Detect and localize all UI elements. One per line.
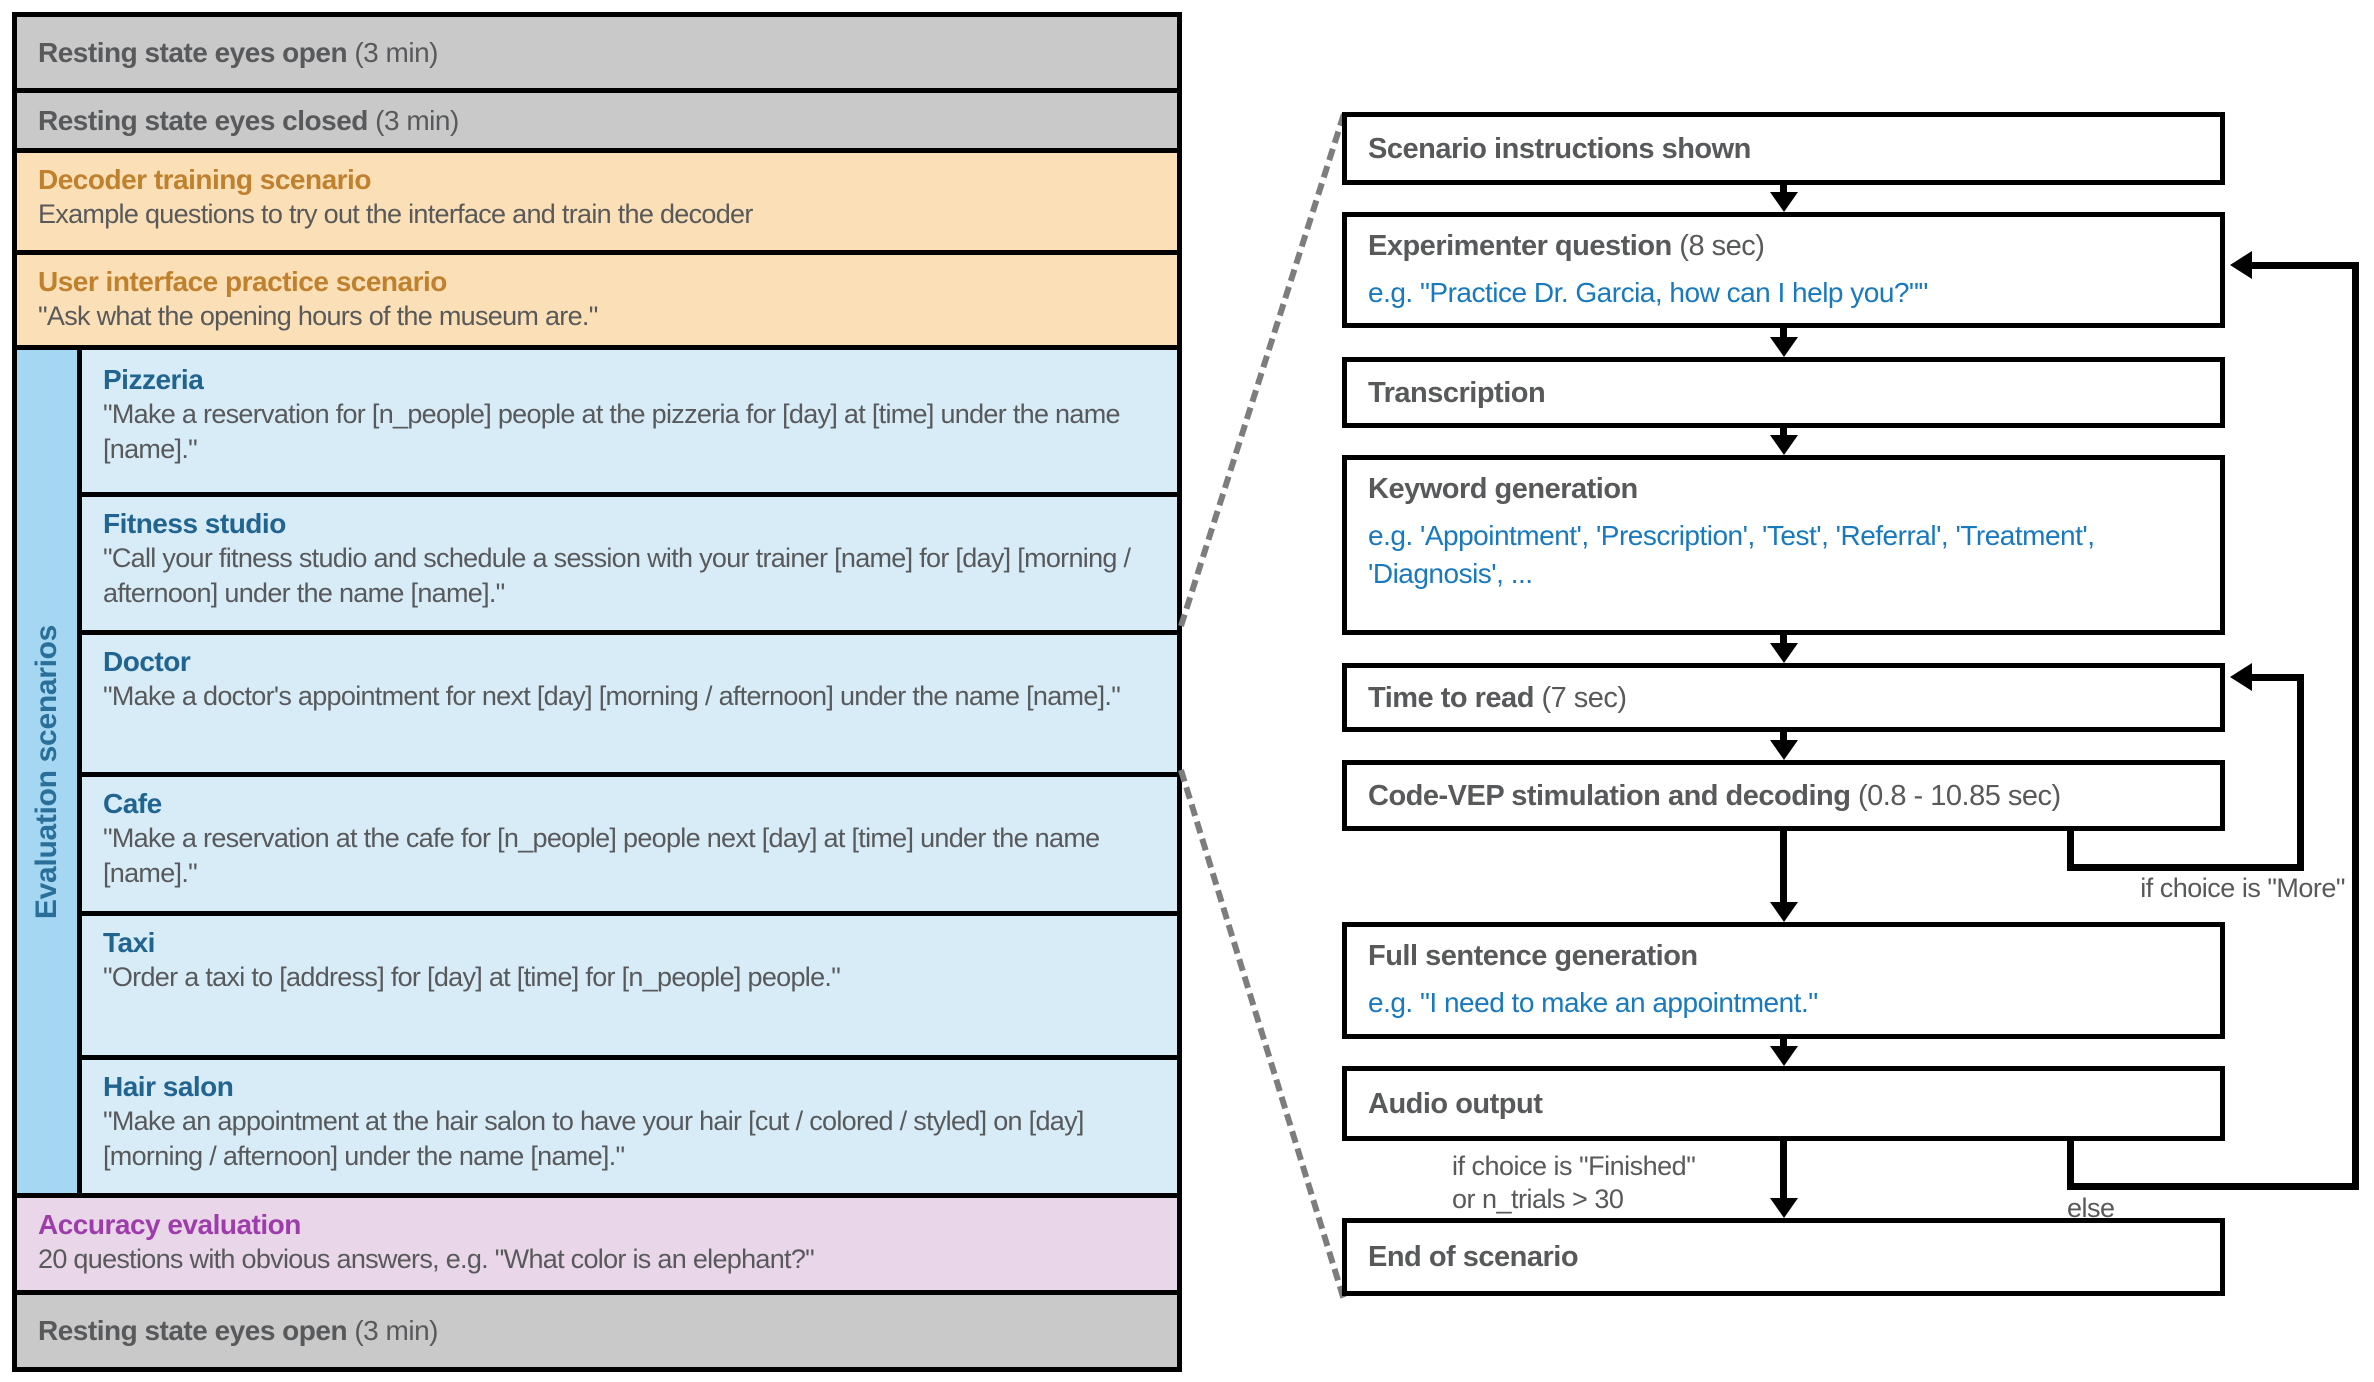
flow-arrow-down-8	[1780, 1141, 1787, 1199]
row-body: Example questions to try out the interfa…	[38, 199, 753, 229]
edge-label-line-1: if choice is "Finished"	[1452, 1151, 1696, 1181]
row-title: Resting state eyes open	[38, 1315, 348, 1346]
scenario-body: "Make a reservation for [n_people] peopl…	[103, 399, 1121, 464]
flow-box-time-to-read: Time to read (7 sec)	[1342, 663, 2225, 732]
scenario-title: Fitness studio	[103, 508, 286, 539]
row-resting-state-eyes-open-2: Resting state eyes open (3 min)	[12, 1290, 1182, 1372]
row-body: 20 questions with obvious answers, e.g. …	[38, 1244, 815, 1274]
flow-box-audio-output: Audio output	[1342, 1066, 2225, 1141]
flow-box-title: Experimenter question	[1368, 230, 1672, 262]
more-loop-segment-up	[2297, 674, 2304, 871]
scenario-body: "Call your fitness studio and schedule a…	[103, 543, 1131, 608]
flow-arrow-down-6	[1780, 831, 1787, 903]
edge-label-if-choice-more: if choice is "More"	[2140, 873, 2345, 903]
edge-label-if-choice-finished: if choice is "Finished" or n_trials > 30	[1452, 1150, 1782, 1216]
scenario-title: Cafe	[103, 788, 162, 819]
flow-box-title: Scenario instructions shown	[1368, 132, 1751, 165]
row-text: Resting state eyes closed (3 min)	[38, 104, 459, 138]
scenario-row-cafe: Cafe "Make a reservation at the cafe for…	[77, 772, 1182, 916]
flow-arrow-down-2	[1780, 328, 1787, 338]
flow-arrow-down-3	[1780, 428, 1787, 436]
flow-box-example: e.g. "I need to make an appointment."	[1368, 987, 1818, 1018]
else-loop-arrowhead	[2230, 251, 2252, 279]
flow-box-end-of-scenario: End of scenario	[1342, 1218, 2225, 1296]
flow-box-duration: (0.8 - 10.85 sec)	[1850, 779, 2061, 812]
scenario-title: Hair salon	[103, 1071, 234, 1102]
evaluation-scenarios-label: Evaluation scenarios	[30, 624, 63, 919]
more-loop-segment-right	[2067, 864, 2304, 871]
flow-box-example: e.g. "Practice Dr. Garcia, how can I hel…	[1368, 277, 1928, 308]
else-loop-segment-left	[2252, 262, 2359, 269]
scenario-body: "Make an appointment at the hair salon t…	[103, 1106, 1084, 1171]
flow-box-title: Keyword generation	[1368, 473, 1638, 505]
scenario-body: "Make a doctor's appointment for next [d…	[103, 681, 1121, 711]
flow-box-scenario-instructions: Scenario instructions shown	[1342, 112, 2225, 185]
edge-label-else: else	[2067, 1193, 2115, 1223]
row-ui-practice-scenario: User interface practice scenario "Ask wh…	[12, 250, 1182, 350]
flow-box-title: Audio output	[1368, 1087, 1543, 1120]
row-duration: (3 min)	[367, 104, 459, 136]
flow-box-transcription: Transcription	[1342, 357, 2225, 428]
flow-box-title: Full sentence generation	[1368, 940, 1698, 972]
flow-box-title: End of scenario	[1368, 1241, 1579, 1273]
scenario-row-pizzeria: Pizzeria "Make a reservation for [n_peop…	[77, 345, 1182, 497]
scenario-row-fitness-studio: Fitness studio "Call your fitness studio…	[77, 492, 1182, 635]
else-loop-segment-down	[2067, 1141, 2074, 1190]
row-duration: (3 min)	[347, 36, 438, 68]
row-text: Resting state eyes open (3 min)	[38, 1314, 438, 1348]
flow-arrow-down-7	[1780, 1039, 1787, 1047]
flow-box-duration: (8 sec)	[1671, 230, 1765, 262]
dashed-zoom-line-bottom	[1178, 769, 1347, 1299]
scenario-body: "Order a taxi to [address] for [day] at …	[103, 962, 841, 992]
more-loop-arrowhead	[2230, 663, 2252, 691]
scenario-row-taxi: Taxi "Order a taxi to [address] for [day…	[77, 911, 1182, 1060]
flow-box-full-sentence-generation: Full sentence generation e.g. "I need to…	[1342, 922, 2225, 1039]
flow-box-heading: Time to read (7 sec)	[1368, 681, 2199, 715]
scenario-title: Doctor	[103, 646, 191, 677]
row-decoder-training-scenario: Decoder training scenario Example questi…	[12, 148, 1182, 255]
row-resting-state-eyes-open-1: Resting state eyes open (3 min)	[12, 12, 1182, 93]
row-title: Accuracy evaluation	[38, 1209, 301, 1240]
flow-arrow-down-4	[1780, 635, 1787, 644]
flow-box-title: Transcription	[1368, 376, 1546, 409]
flow-box-title: Code-VEP stimulation and decoding	[1368, 779, 1851, 812]
more-loop-segment-left	[2252, 674, 2304, 681]
flow-box-keyword-generation: Keyword generation e.g. 'Appointment', '…	[1342, 455, 2225, 635]
flow-box-heading: Experimenter question (8 sec)	[1368, 229, 2199, 263]
row-title: User interface practice scenario	[38, 266, 447, 297]
row-title: Decoder training scenario	[38, 164, 371, 195]
row-duration: (3 min)	[347, 1315, 438, 1346]
scenario-row-hair-salon: Hair salon "Make an appointment at the h…	[77, 1055, 1182, 1198]
row-accuracy-evaluation: Accuracy evaluation 20 questions with ob…	[12, 1193, 1182, 1295]
row-title: Resting state eyes open	[38, 36, 348, 68]
row-text: Resting state eyes open (3 min)	[38, 36, 438, 70]
flow-box-experimenter-question: Experimenter question (8 sec) e.g. "Prac…	[1342, 212, 2225, 328]
flow-arrow-down-1	[1780, 185, 1787, 193]
flow-box-code-vep: Code-VEP stimulation and decoding (0.8 -…	[1342, 760, 2225, 831]
row-resting-state-eyes-closed: Resting state eyes closed (3 min)	[12, 88, 1182, 153]
scenario-row-doctor: Doctor "Make a doctor's appointment for …	[77, 630, 1182, 777]
flow-box-heading: Code-VEP stimulation and decoding (0.8 -…	[1368, 779, 2199, 813]
edge-label-line-2: or n_trials > 30	[1452, 1184, 1624, 1214]
flow-box-duration: (7 sec)	[1533, 681, 1627, 714]
else-loop-segment-right	[2067, 1183, 2359, 1190]
flow-box-title: Time to read	[1368, 681, 1534, 714]
more-loop-segment-down	[2067, 831, 2074, 871]
row-body: "Ask what the opening hours of the museu…	[38, 301, 598, 331]
scenario-title: Taxi	[103, 927, 155, 958]
dashed-zoom-line-top	[1178, 113, 1347, 627]
scenario-title: Pizzeria	[103, 364, 204, 395]
else-loop-segment-up	[2352, 262, 2359, 1190]
flow-box-example: e.g. 'Appointment', 'Prescription', 'Tes…	[1368, 520, 2095, 589]
scenario-body: "Make a reservation at the cafe for [n_p…	[103, 823, 1100, 888]
flow-arrow-down-5	[1780, 732, 1787, 741]
row-title: Resting state eyes closed	[38, 104, 368, 136]
evaluation-scenarios-strip: Evaluation scenarios	[12, 345, 82, 1198]
